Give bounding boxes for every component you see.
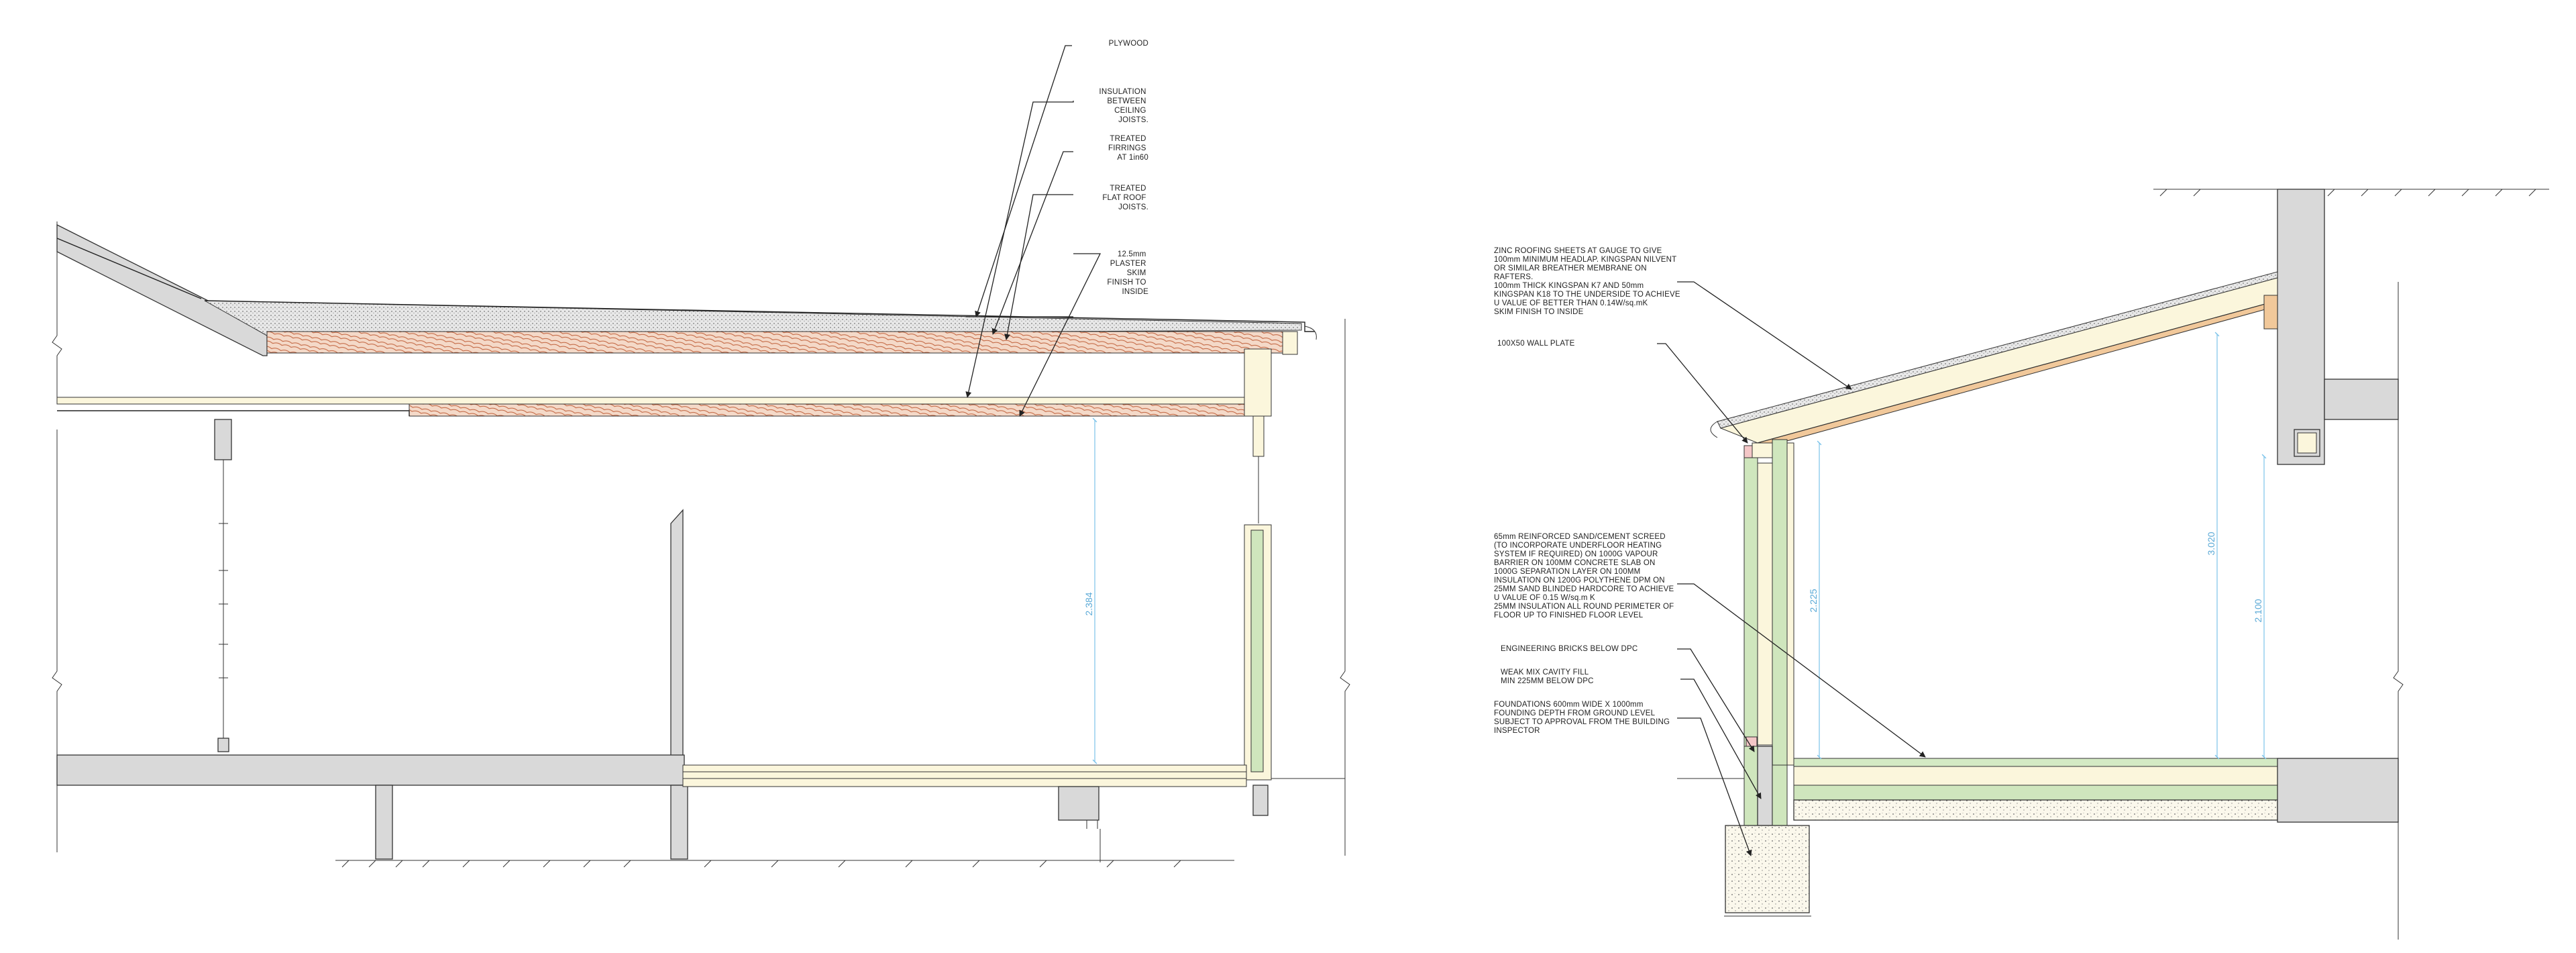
flat-roof-joists	[266, 331, 1297, 354]
floor-slab	[1793, 766, 2278, 786]
floor-insulation	[1793, 785, 2278, 801]
dimension-text: 3.020	[2206, 532, 2216, 555]
break-line	[52, 221, 62, 852]
flat-roof-covering	[204, 300, 1302, 336]
annotation-plaster: 12.5mm PLASTER SKIM FINISH TO INSIDE	[1107, 250, 1148, 296]
left-leaders	[965, 45, 1102, 417]
existing-roof	[56, 223, 268, 356]
strip-foundation	[1725, 825, 1810, 913]
right-section: 2.225 3.020 2.100 ZINC ROOFING SHEETS AT…	[1494, 189, 2549, 940]
annotation-flat-roof-joists: TREATED FLAT ROOF JOISTS.	[1102, 185, 1148, 211]
annotation-floor-buildup: 65mm REINFORCED SAND/CEMENT SCREED (TO I…	[1494, 533, 1676, 619]
left-section: 2.384 PLYWOOD INSULATION BETWEEN CEILING…	[52, 40, 1350, 868]
engineering-bricks	[1743, 746, 1758, 826]
annotation-foundations: FOUNDATIONS 600mm WIDE X 1000mm FOUNDING…	[1494, 701, 1672, 735]
extension-wall	[1244, 348, 1272, 417]
zinc-roof-sheets	[1717, 271, 2278, 429]
screed	[1793, 758, 2278, 767]
annotation-firrings: TREATED FIRRINGS AT 1in60	[1108, 135, 1148, 162]
dimension-text: 2.100	[2253, 599, 2263, 622]
dimension-text: 2.384	[1083, 592, 1094, 615]
ceiling-joists	[409, 403, 1248, 417]
cavity-wall-outer	[1743, 457, 1758, 747]
annotation-wall-plate: 100X50 WALL PLATE	[1497, 340, 1575, 348]
cavity-insulation	[1757, 462, 1773, 746]
right-leaders	[1657, 281, 1926, 856]
annotation-plywood: PLYWOOD	[1109, 40, 1148, 48]
fascia	[1282, 331, 1298, 355]
internal-wall	[670, 509, 684, 759]
annotation-insulation-ceiling: INSULATION BETWEEN CEILING JOISTS.	[1099, 88, 1148, 124]
cavity-fill	[1757, 746, 1773, 826]
roof-insulation	[1719, 277, 2278, 444]
existing-house-wall	[2277, 189, 2325, 465]
annotation-roofing: ZINC ROOFING SHEETS AT GAUGE TO GIVE 100…	[1494, 247, 1682, 316]
hardcore	[1793, 799, 2278, 821]
dimension-text: 2.225	[1808, 589, 1819, 612]
cavity-wall-inner	[1772, 439, 1788, 816]
existing-wall-stub	[214, 419, 232, 460]
existing-floor	[2277, 758, 2399, 823]
existing-floor-slab	[56, 754, 685, 786]
annotation-engineering-bricks: ENGINEERING BRICKS BELOW DPC	[1501, 645, 1638, 653]
ceiling-line	[56, 397, 1248, 405]
annotation-cavity-fill: WEAK MIX CAVITY FILL MIN 225MM BELOW DPC	[1501, 668, 1594, 685]
